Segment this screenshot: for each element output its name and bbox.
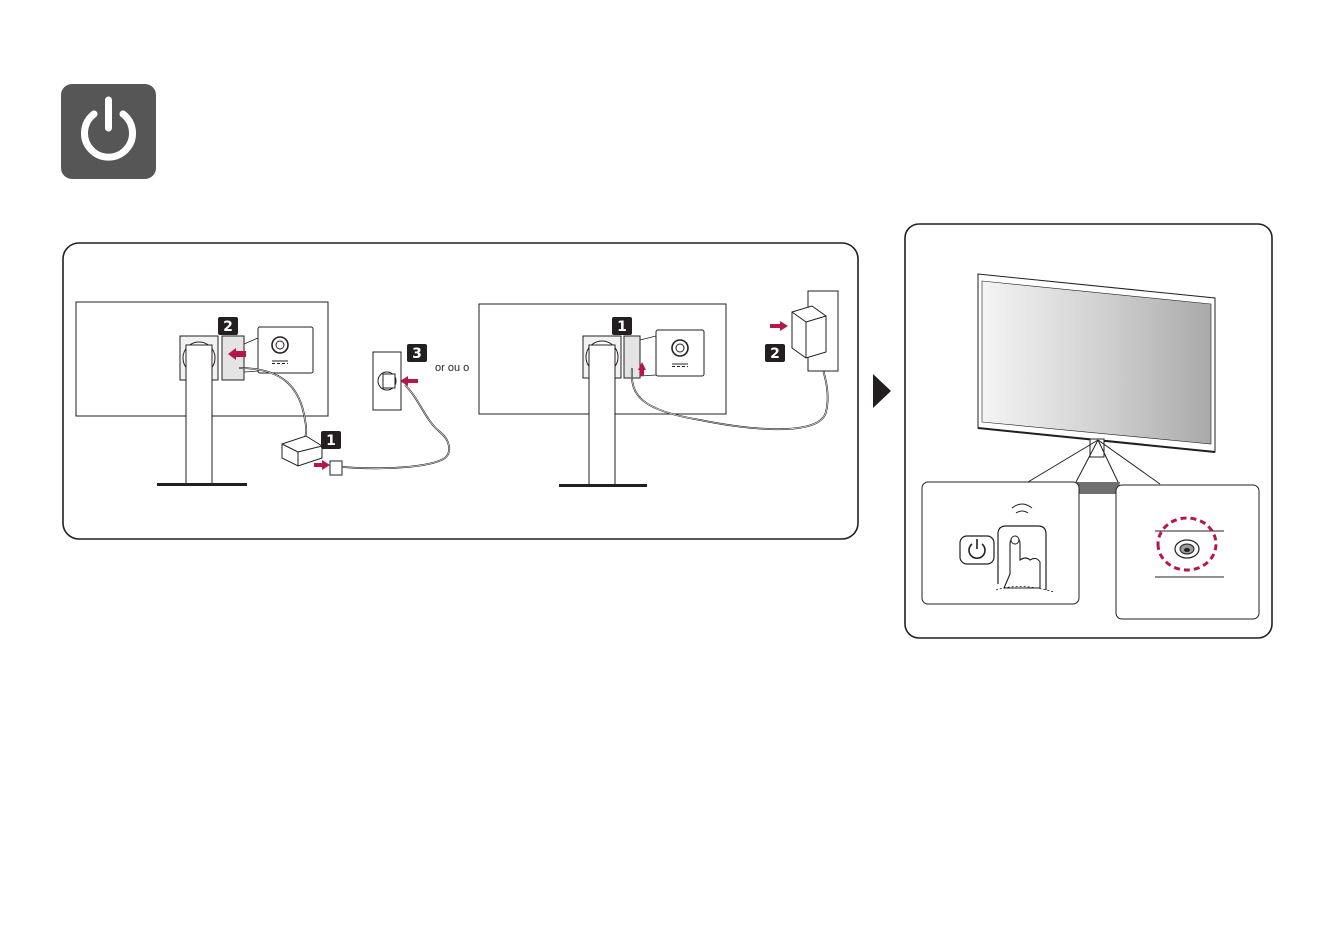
wall-outlet xyxy=(373,352,401,410)
joystick-button-inset xyxy=(1116,485,1259,619)
step-number: 3 xyxy=(412,346,422,362)
remote-power-inset xyxy=(922,482,1079,604)
step-number: 1 xyxy=(326,433,336,449)
step-badge: 1 xyxy=(321,431,341,449)
play-arrow-icon xyxy=(873,374,891,408)
step-badge: 3 xyxy=(407,344,427,362)
or-separator: or ou o xyxy=(435,362,469,374)
step-badge: 2 xyxy=(765,344,785,362)
result-panel xyxy=(905,224,1272,638)
power-icon xyxy=(61,84,156,179)
step-badge: 1 xyxy=(612,317,632,335)
connection-panel: 2 1 3 or ou o xyxy=(63,243,858,539)
step-number: 2 xyxy=(770,346,780,362)
step-badge: 2 xyxy=(218,317,238,335)
step-number: 1 xyxy=(617,319,627,335)
joystick-icon xyxy=(1175,540,1199,558)
step-number: 2 xyxy=(223,319,233,335)
